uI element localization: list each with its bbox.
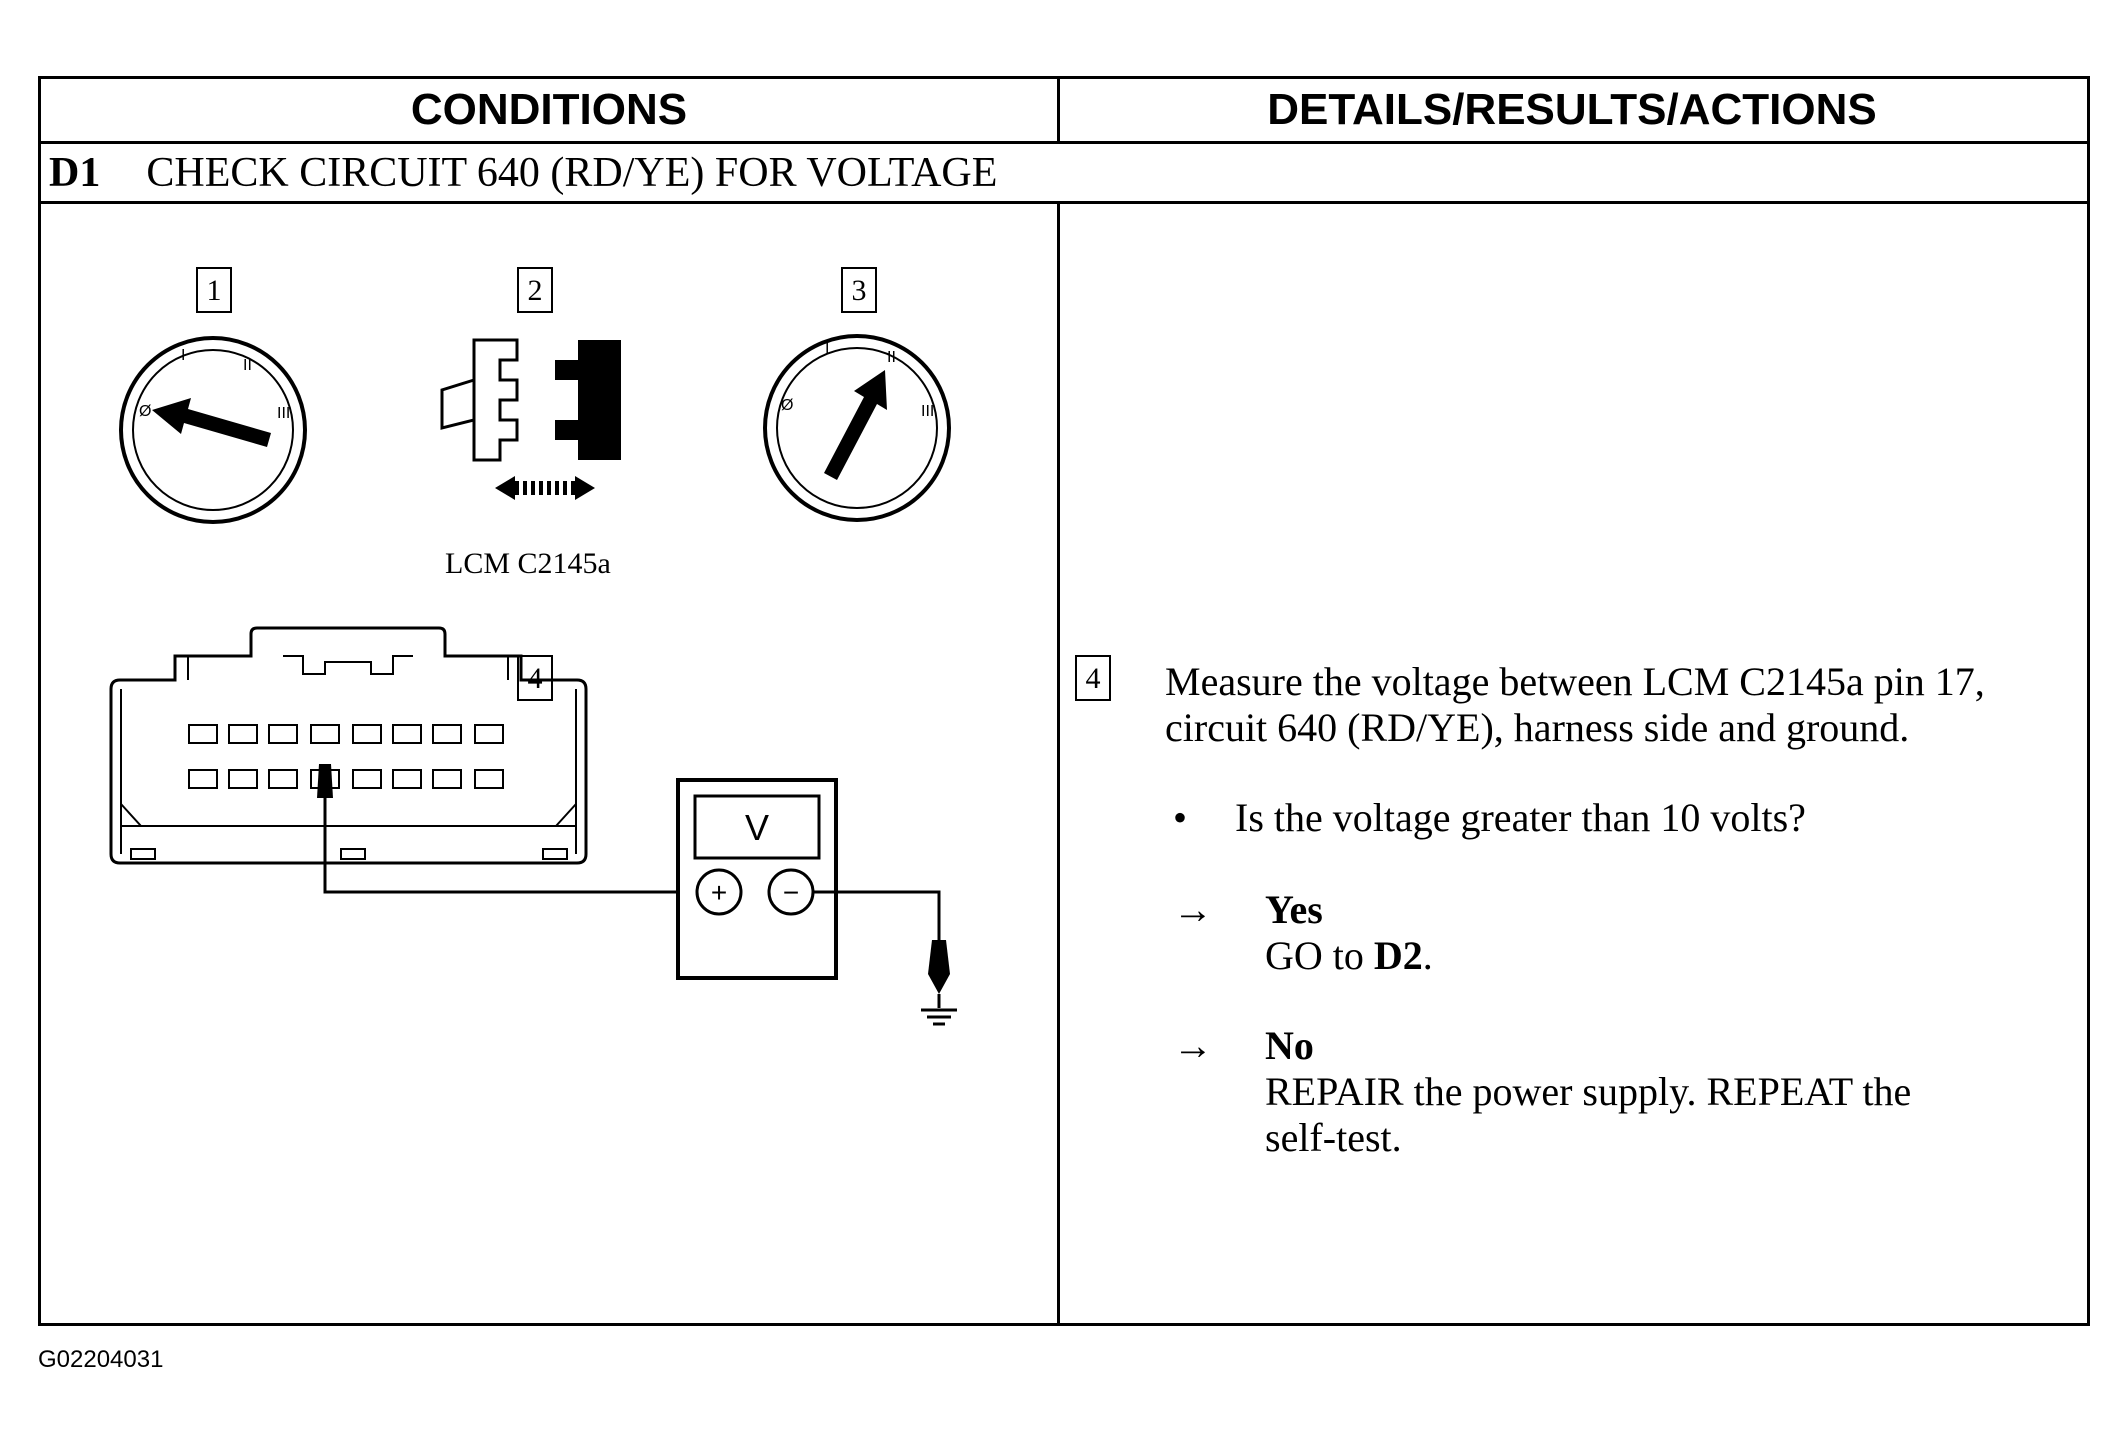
ground-symbol-icon [921,1008,957,1026]
negative-lead-wire [813,890,941,940]
yes-action-prefix: GO to [1265,933,1374,978]
switch1-pos-3: III [277,405,290,422]
meter-plus-terminal: + [711,877,727,908]
positive-lead-wire [323,784,697,894]
instruction-line-2: circuit 640 (RD/YE), harness side and gr… [1165,705,1910,750]
connector-label: LCM C2145a [445,547,611,580]
no-action-line-1: REPAIR the power supply. REPEAT the [1265,1069,1912,1114]
voltage-question: Is the voltage greater than 10 volts? [1235,795,1806,840]
no-label: No [1265,1023,1314,1068]
lcm-connector-icon [109,626,588,865]
no-action-line-2: self-test. [1265,1115,1402,1160]
callout-3: 3 [841,267,877,313]
switch3-pos-2: II [887,349,896,366]
yes-branch: Yes GO to D2. [1265,887,1433,979]
connector-disconnect-icon [440,338,621,500]
figure-code: G02204031 [38,1346,164,1373]
yes-arrow-icon: → [1173,887,1213,932]
ignition-switch-off-icon: Ø I II III [119,336,307,524]
step-id: D1 [49,150,101,196]
measurement-instruction: Measure the voltage between LCM C2145a p… [1165,659,2085,751]
switch1-pos-2: II [243,357,252,374]
switch3-pos-3: III [921,403,934,420]
instruction-line-1: Measure the voltage between LCM C2145a p… [1165,659,1985,704]
header-column-divider [1057,79,1060,141]
step-title-row: D1 CHECK CIRCUIT 640 (RD/YE) FOR VOLTAGE [49,145,997,201]
step-title: CHECK CIRCUIT 640 (RD/YE) FOR VOLTAGE [146,150,998,196]
details-header: DETAILS/RESULTS/ACTIONS [1267,85,1877,134]
meter-minus-terminal: − [783,877,799,908]
no-arrow-icon: → [1173,1023,1213,1068]
callout-4: 4 [517,655,553,701]
ground-probe-icon [928,940,950,1008]
callout-1: 1 [196,267,232,313]
body-column-divider [1057,204,1060,1323]
callout-2: 2 [517,267,553,313]
no-branch: No REPAIR the power supply. REPEAT the s… [1265,1023,2085,1161]
yes-action-target: D2 [1373,933,1423,978]
conditions-header: CONDITIONS [410,85,688,134]
switch3-pos-1: I [825,341,829,358]
ignition-switch-run-icon: Ø I II III [763,334,951,522]
bullet-icon: • [1173,795,1188,840]
details-callout-4: 4 [1075,655,1111,701]
meter-display-label: V [745,807,769,848]
header-divider [41,141,2087,144]
procedure-table: CONDITIONS DETAILS/RESULTS/ACTIONS D1 CHE… [38,76,2090,1326]
step-divider [41,201,2087,204]
voltmeter-icon: V + − [676,778,838,980]
switch3-pos-0: Ø [781,397,793,414]
switch1-pos-1: I [181,347,185,364]
switch1-pos-0: Ø [139,403,151,420]
yes-label: Yes [1265,887,1323,932]
yes-action: GO to D2. [1265,933,1433,979]
yes-action-suffix: . [1422,933,1433,978]
conditions-diagram: Ø I II III Ø I II III [109,334,957,1026]
